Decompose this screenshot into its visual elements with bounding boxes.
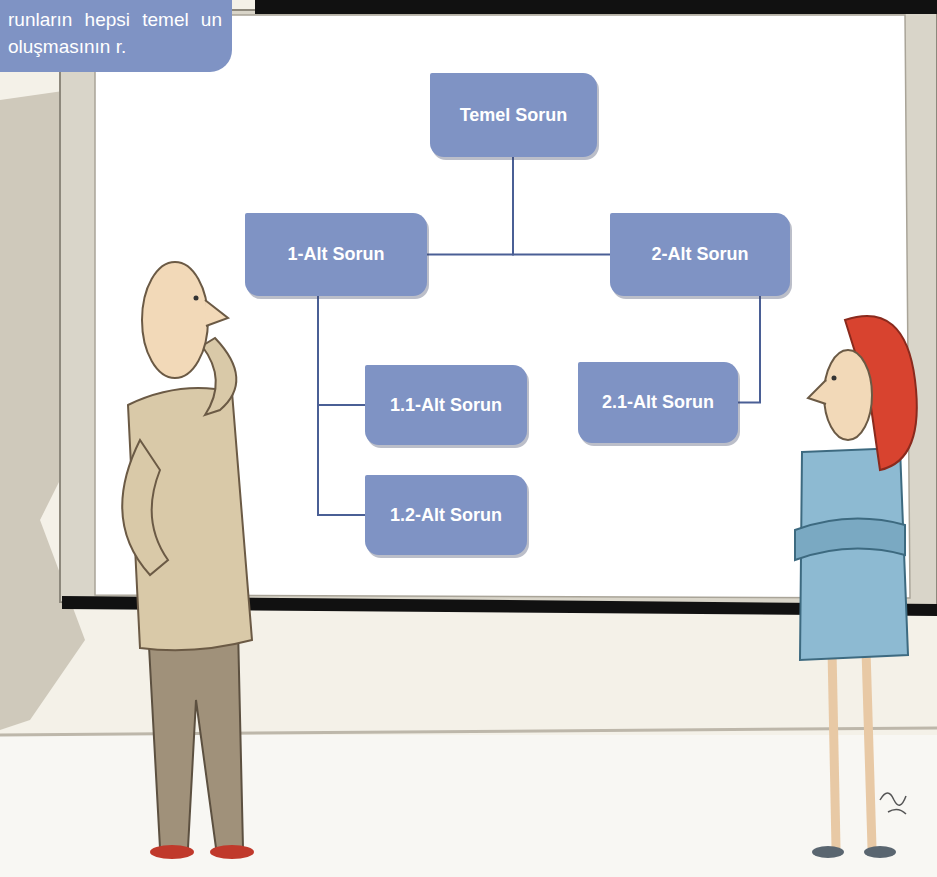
woman-head xyxy=(824,350,872,440)
tree-connector xyxy=(513,157,610,255)
callout-note: runların hepsi temel un oluşmasının r. xyxy=(0,0,232,72)
woman-figure xyxy=(795,316,917,858)
man-head xyxy=(142,262,208,378)
man-shoe xyxy=(210,845,254,859)
man-arm-chin xyxy=(202,338,236,415)
problem-box: 2.1-Alt Sorun xyxy=(578,362,738,443)
tree-connector xyxy=(738,296,760,403)
floor xyxy=(0,735,937,877)
board-top-bar xyxy=(255,0,937,14)
box-text: 1.1-Alt Sorun xyxy=(390,395,502,416)
woman-leg xyxy=(832,650,836,848)
floor-line xyxy=(0,728,937,735)
man-shoe xyxy=(150,845,194,859)
woman-eye xyxy=(832,376,837,381)
woman-leg xyxy=(866,650,872,848)
man-arm-hip xyxy=(122,440,168,575)
woman-shoe xyxy=(864,846,896,858)
tree-connector xyxy=(318,296,365,515)
problem-box: 1-Alt Sorun xyxy=(245,213,427,296)
man-trousers xyxy=(148,628,243,848)
woman-nose xyxy=(808,380,826,404)
man-nose xyxy=(205,300,228,326)
problem-box: 1.1-Alt Sorun xyxy=(365,365,527,445)
box-text: 1.2-Alt Sorun xyxy=(390,505,502,526)
problem-box: 2-Alt Sorun xyxy=(610,213,790,296)
box-text: 2-Alt Sorun xyxy=(652,244,749,265)
tree-connector xyxy=(318,296,365,405)
box-text: 1-Alt Sorun xyxy=(288,244,385,265)
man-figure xyxy=(122,262,254,859)
man-eye xyxy=(194,296,199,301)
problem-box: 1.2-Alt Sorun xyxy=(365,475,527,555)
tree-connector xyxy=(427,157,513,255)
problem-box: Temel Sorun xyxy=(430,73,597,157)
box-text: Temel Sorun xyxy=(460,105,568,126)
box-text: 2.1-Alt Sorun xyxy=(602,392,714,413)
signature xyxy=(880,793,906,814)
woman-shoe xyxy=(812,846,844,858)
woman-crossed-arms xyxy=(795,519,905,560)
box-text: runların hepsi temel un oluşmasının r. xyxy=(8,6,222,60)
